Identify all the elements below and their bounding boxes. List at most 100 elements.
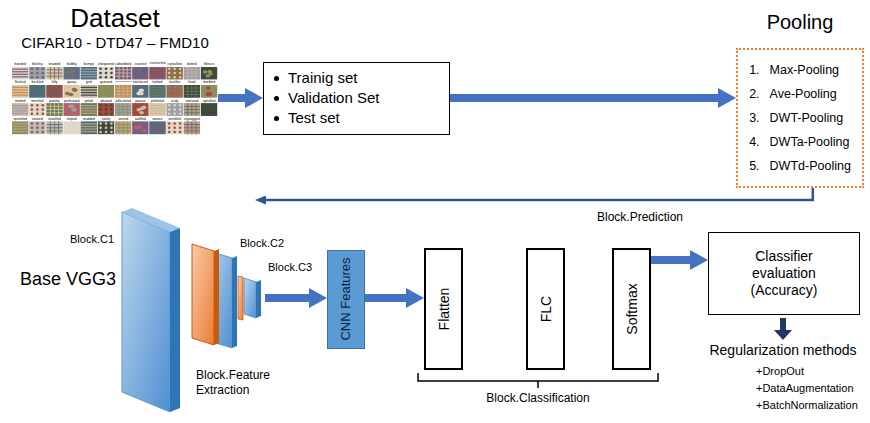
texture-dot xyxy=(99,131,102,134)
texture-patch xyxy=(46,85,62,98)
conv-block xyxy=(192,244,214,345)
texture-blotch xyxy=(142,70,147,74)
pooling-method: DWT-Pooling xyxy=(770,110,851,126)
layer-name: FLC xyxy=(537,296,554,322)
texture-dot xyxy=(168,72,171,75)
texture-name: fibrous xyxy=(201,62,217,67)
texture-stripe xyxy=(81,131,97,132)
conv-block-edge xyxy=(256,280,261,318)
flow-arrow xyxy=(450,94,718,102)
texture-patch xyxy=(81,103,97,116)
texture-blotch xyxy=(68,104,73,108)
texture-dot xyxy=(99,126,102,129)
pooling-method: DWTa-Pooling xyxy=(770,134,851,150)
texture-line xyxy=(46,130,62,131)
texture-blotch xyxy=(67,126,72,130)
texture-sample xyxy=(149,85,165,98)
list-number: 2. xyxy=(749,86,759,102)
texture-name: veined xyxy=(115,117,131,122)
list-item: Trainig set xyxy=(288,69,357,86)
texture-stripe xyxy=(12,123,28,124)
list-row: Validation Set xyxy=(288,88,439,108)
texture-dot xyxy=(31,108,34,111)
block-label: Block.Classification xyxy=(486,391,589,406)
texture-sample xyxy=(46,67,62,80)
texture-blotch xyxy=(133,72,138,76)
texture-blotch xyxy=(72,108,77,112)
texture-sample xyxy=(115,121,131,134)
texture-patch xyxy=(184,85,200,98)
texture-dot xyxy=(42,67,45,70)
pooling-method: DWTd-Pooling xyxy=(770,158,851,174)
texture-patch xyxy=(132,121,148,134)
texture-line xyxy=(46,112,62,113)
texture-name: interlaced xyxy=(132,80,148,85)
texture-dot xyxy=(36,126,39,129)
texture-dot xyxy=(105,76,108,79)
texture-line xyxy=(115,76,131,77)
method-item: +DropOut xyxy=(756,364,804,378)
block-label: Block.Prediction xyxy=(597,210,683,225)
texture-name: studded xyxy=(81,117,97,122)
texture-dot xyxy=(110,126,113,129)
texture-name: porous xyxy=(132,99,148,104)
texture-sample xyxy=(81,67,97,80)
texture-dot xyxy=(42,94,45,97)
texture-patch xyxy=(64,121,80,134)
texture-stripe xyxy=(12,92,28,93)
texture-stripe xyxy=(12,113,28,114)
texture-blotch xyxy=(142,129,147,133)
texture-sample xyxy=(81,103,97,116)
texture-patch xyxy=(46,103,62,116)
texture-dot xyxy=(168,131,171,134)
texture-name: grooved xyxy=(98,80,114,85)
texture-line xyxy=(115,127,131,128)
texture-line xyxy=(46,76,62,77)
texture-patch xyxy=(184,67,200,80)
texture-patch xyxy=(149,121,165,134)
texture-dot xyxy=(36,122,39,125)
flow-arrow xyxy=(218,94,245,102)
texture-sample xyxy=(167,67,183,80)
texture-patch xyxy=(149,85,165,98)
list-item: Test set xyxy=(288,109,340,126)
texture-patch xyxy=(167,85,183,98)
texture-name: banded xyxy=(12,62,28,67)
texture-line xyxy=(115,112,131,113)
texture-stripe xyxy=(81,74,97,75)
texture-dot xyxy=(105,122,108,125)
texture-dot xyxy=(179,67,182,70)
texture-stripe xyxy=(149,69,165,70)
texture-patch xyxy=(115,85,131,98)
texture-line xyxy=(195,121,196,134)
texture-line xyxy=(46,127,62,128)
texture-dot xyxy=(99,108,102,111)
texture-patch xyxy=(81,85,97,98)
texture-sample xyxy=(149,103,165,116)
conv-block-edge xyxy=(170,228,180,412)
texture-dot xyxy=(31,76,34,79)
texture-patch xyxy=(98,121,114,134)
texture-blotch xyxy=(138,89,143,93)
texture-sample xyxy=(132,121,148,134)
texture-line xyxy=(184,76,200,77)
texture-stripe xyxy=(149,87,165,88)
texture-patch xyxy=(115,121,131,134)
texture-dot xyxy=(173,131,176,134)
texture-stripe xyxy=(12,71,28,72)
texture-line xyxy=(58,85,59,98)
texture-name: flecked xyxy=(12,80,28,85)
texture-dot xyxy=(173,126,176,129)
texture-stripe xyxy=(81,92,97,93)
texture-stripe xyxy=(12,108,28,109)
texture-name: lacelike xyxy=(167,80,183,85)
feature-box: CNN Features xyxy=(327,250,365,349)
texture-patch xyxy=(98,67,114,80)
texture-blotch xyxy=(73,127,78,131)
texture-stripe xyxy=(12,105,28,106)
texture-patch xyxy=(29,121,45,134)
texture-sample xyxy=(64,85,80,98)
method-item: +BatchNormalization xyxy=(756,398,858,412)
texture-blotch xyxy=(73,128,78,132)
texture-name: swirly xyxy=(98,117,114,122)
